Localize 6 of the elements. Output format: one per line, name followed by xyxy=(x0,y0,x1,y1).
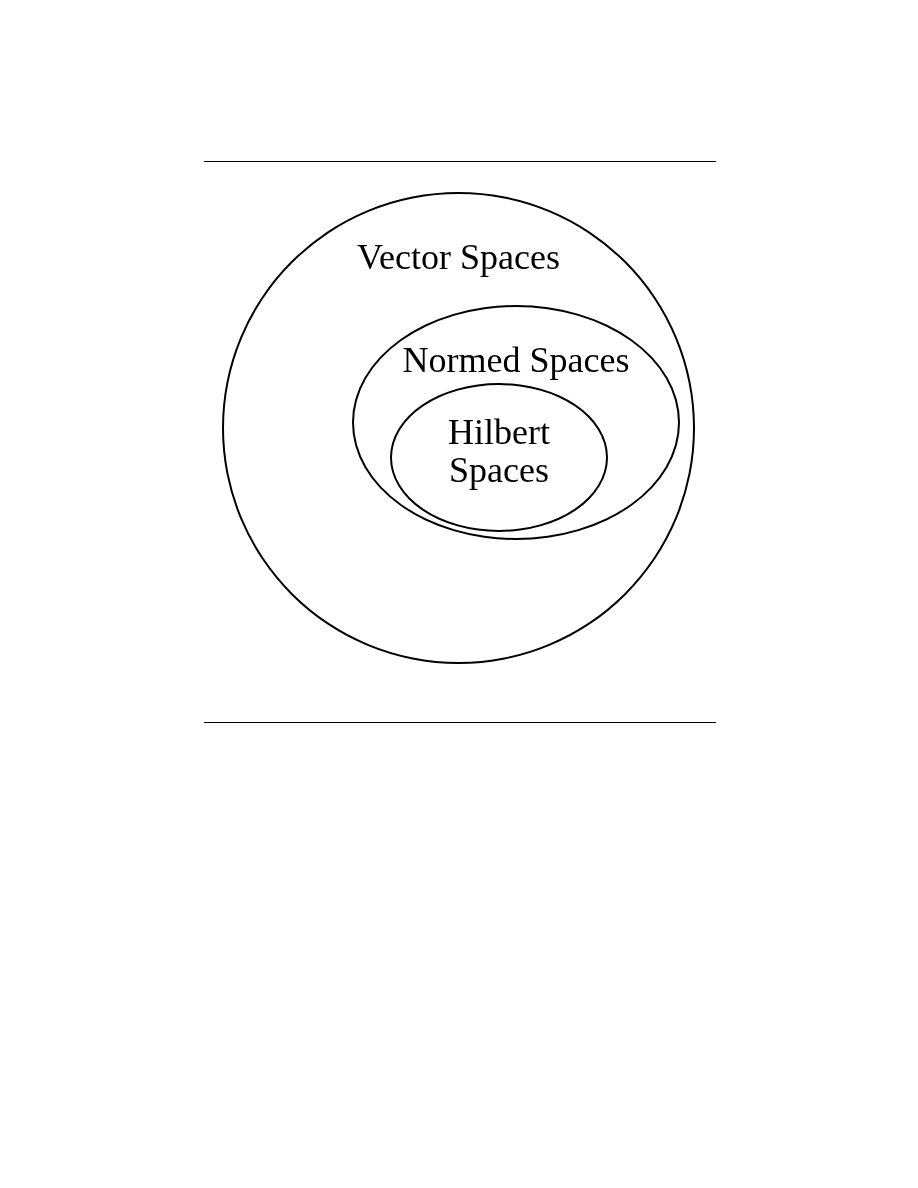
set-ellipse xyxy=(352,305,680,540)
set-label: Vector Spaces xyxy=(356,238,561,276)
set-label: Hilbert Spaces xyxy=(447,413,551,489)
set-ellipse xyxy=(390,383,608,532)
set-label: Normed Spaces xyxy=(401,341,631,379)
set-ellipse xyxy=(222,192,695,664)
